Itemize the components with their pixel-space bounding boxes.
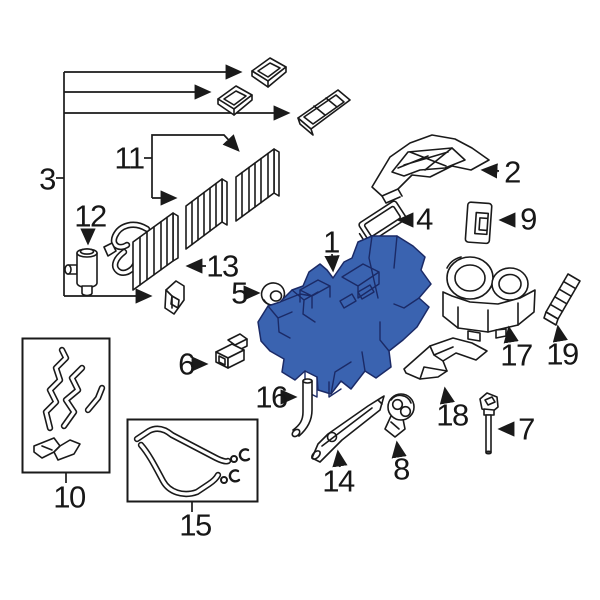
hvac-housing-assembly <box>257 235 432 398</box>
callout-8: 8 <box>393 451 410 487</box>
duct-tray-2 <box>217 85 253 116</box>
bracket-kit-box-10 <box>21 337 111 483</box>
callout-5: 5 <box>231 275 248 311</box>
receiver-drier <box>64 228 98 297</box>
callout-7: 7 <box>518 411 535 447</box>
callout-17: 17 <box>500 337 533 373</box>
drain-tube-14 <box>311 395 385 468</box>
callout-10: 10 <box>53 479 86 515</box>
cabin-filter-right <box>235 148 280 222</box>
callout-2: 2 <box>504 154 521 190</box>
callout-19: 19 <box>546 336 579 372</box>
case-cover-panel <box>371 134 500 204</box>
flat-bracket-18 <box>403 337 488 405</box>
heater-hose-box-15 <box>126 418 259 512</box>
blower-motor-assembly <box>442 256 536 344</box>
callout-16: 16 <box>255 379 288 415</box>
evaporator-core <box>103 212 206 291</box>
cabin-filter-left <box>185 178 228 250</box>
callout-12: 12 <box>74 198 107 234</box>
callout-11: 11 <box>114 140 145 176</box>
callout-15: 15 <box>179 507 212 543</box>
callout-14: 14 <box>322 463 355 499</box>
drain-pipe-16 <box>280 378 313 438</box>
callout-4: 4 <box>416 201 433 237</box>
callout-6: 6 <box>178 346 195 382</box>
vent-grille <box>297 89 351 136</box>
bracket-6 <box>191 333 248 372</box>
bracket-9 <box>464 201 516 245</box>
callout-1: 1 <box>323 224 340 260</box>
duct-tray-1 <box>251 57 287 88</box>
callout-3-leader-lines <box>56 64 291 304</box>
rod-7 <box>479 392 515 455</box>
callout-18: 18 <box>436 397 469 433</box>
callout-11-leader-lines <box>144 134 240 206</box>
callout-9: 9 <box>520 201 537 237</box>
sensor-8 <box>384 393 415 459</box>
callout-13: 13 <box>206 248 239 284</box>
mount-bracket-small <box>164 280 185 315</box>
callout-3: 3 <box>39 161 56 197</box>
ribbed-vent-19 <box>543 273 581 343</box>
